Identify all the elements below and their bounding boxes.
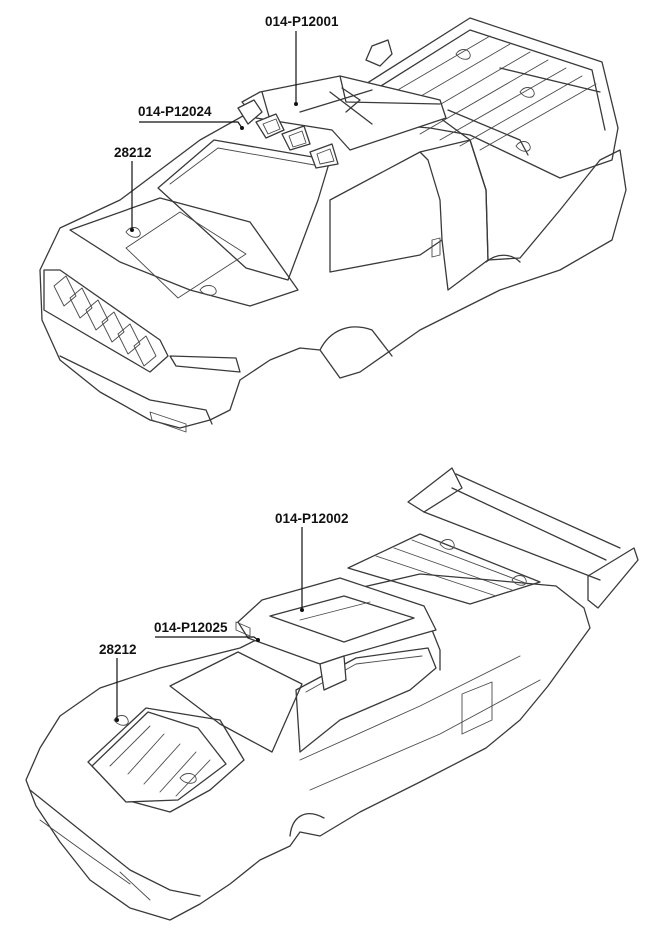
leader-dot-body-clip-bottom bbox=[115, 718, 119, 722]
label-body-clip-bottom: 28212 bbox=[99, 642, 137, 657]
label-light-bar-top: 014-P12024 bbox=[138, 104, 212, 119]
leader-light-bar bbox=[139, 121, 243, 129]
label-roof-rack: 014-P12001 bbox=[265, 14, 339, 29]
leader-dot-roof-scoop bbox=[300, 608, 304, 612]
truck-body-top bbox=[39, 17, 627, 433]
leader-dot-roof-rack bbox=[294, 102, 298, 106]
bottom-callouts bbox=[115, 527, 304, 722]
label-light-bar-bottom: 014-P12025 bbox=[154, 620, 228, 635]
leader-dot-light-bar bbox=[240, 126, 244, 130]
truck-body-bottom bbox=[25, 467, 639, 921]
top-callouts bbox=[130, 31, 298, 232]
leader-light-bar-bottom bbox=[155, 636, 259, 641]
leader-dot-body-clip-top bbox=[130, 228, 134, 232]
leader-dot-light-bar-bottom bbox=[256, 638, 260, 642]
label-body-clip-top: 28212 bbox=[114, 145, 152, 160]
label-roof-scoop: 014-P12002 bbox=[275, 511, 349, 526]
